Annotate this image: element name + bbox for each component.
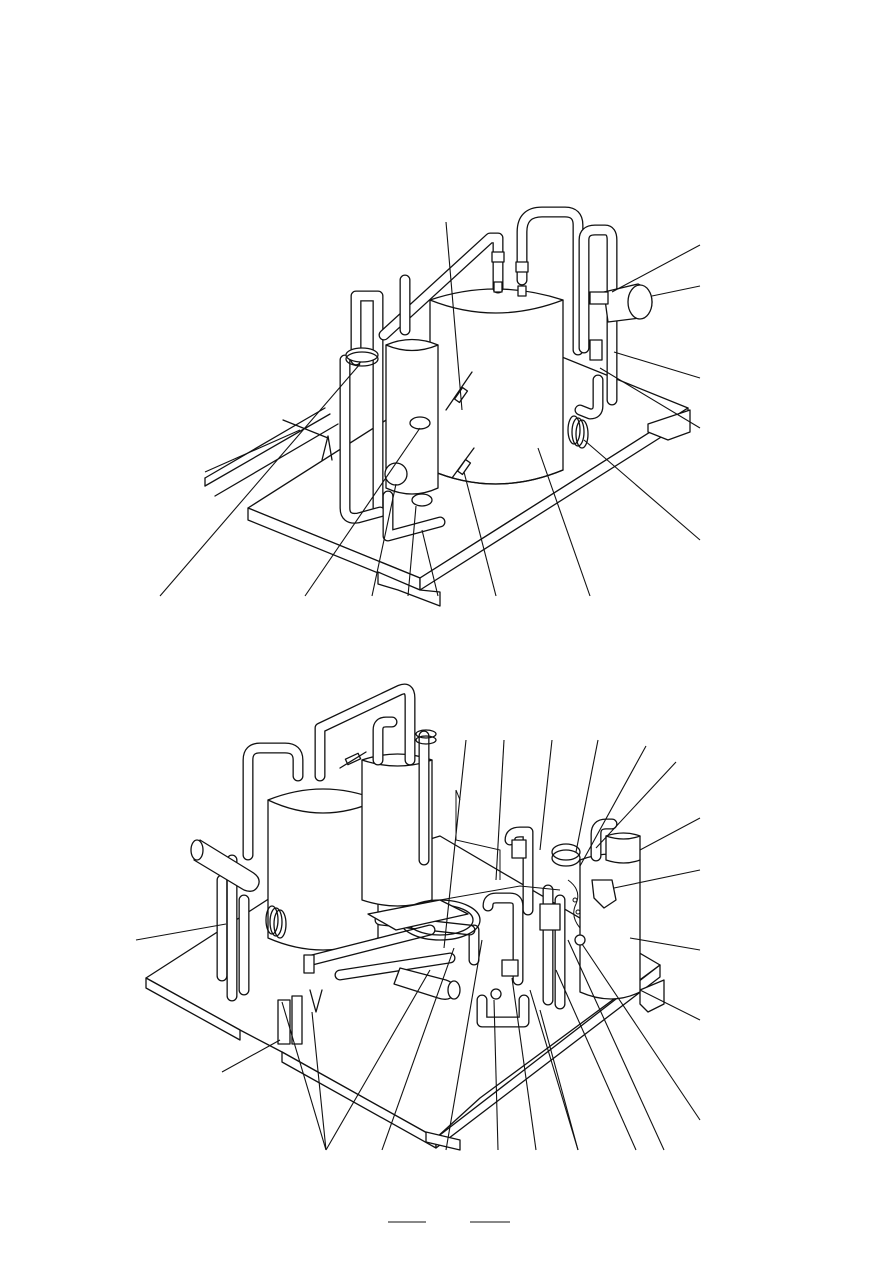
lower-leader-lines bbox=[135, 739, 701, 1151]
lower-wiring bbox=[439, 789, 581, 929]
upper-mounting-rails bbox=[204, 407, 339, 497]
upper-capillary-coil-a bbox=[345, 347, 379, 363]
leader-line bbox=[599, 367, 701, 429]
leader-line bbox=[639, 989, 701, 1021]
upper-check-valve bbox=[589, 339, 603, 361]
leader-line bbox=[311, 1011, 327, 1151]
lower-pressure-switch bbox=[591, 879, 617, 909]
leader-line bbox=[159, 363, 361, 597]
leader-line bbox=[371, 483, 397, 597]
lower-loop-a bbox=[551, 843, 581, 861]
upper-solenoid-valve bbox=[589, 283, 653, 323]
lower-unit-view bbox=[135, 683, 701, 1151]
upper-components bbox=[345, 283, 653, 507]
leader-line bbox=[281, 1001, 327, 1151]
leader-line bbox=[595, 761, 677, 849]
upper-leader-lines bbox=[159, 221, 701, 597]
leader-line bbox=[613, 351, 701, 379]
upper-coil-spring bbox=[567, 415, 589, 449]
upper-sensor-a bbox=[445, 371, 473, 411]
lower-valve-e bbox=[309, 989, 323, 1013]
upper-unit-view bbox=[159, 206, 701, 607]
lower-fitting bbox=[574, 934, 586, 946]
leader-line bbox=[537, 447, 591, 597]
leader-line bbox=[407, 505, 417, 597]
leader-line bbox=[325, 969, 431, 1151]
leader-line bbox=[304, 427, 421, 597]
lower-compressor bbox=[579, 832, 641, 1000]
leader-line bbox=[651, 285, 701, 297]
lower-components bbox=[190, 729, 617, 1045]
leader-line bbox=[445, 939, 483, 1151]
lower-valve-d bbox=[303, 954, 315, 974]
leader-line bbox=[511, 977, 537, 1151]
leader-line bbox=[445, 221, 463, 411]
leader-line bbox=[583, 439, 701, 541]
leader-line bbox=[575, 739, 599, 853]
lower-valve-c bbox=[501, 959, 519, 977]
lower-accumulator bbox=[393, 967, 461, 1000]
leader-line bbox=[443, 739, 467, 949]
lower-capillary-coil bbox=[265, 905, 287, 939]
leader-line bbox=[629, 937, 701, 951]
lower-service-port bbox=[490, 988, 502, 1000]
leader-line bbox=[221, 1039, 281, 1073]
leader-line bbox=[381, 947, 455, 1151]
leader-line bbox=[421, 529, 439, 597]
leader-line bbox=[529, 989, 579, 1151]
leader-line bbox=[611, 244, 701, 293]
leader-line bbox=[463, 471, 497, 597]
upper-receiver-tank bbox=[429, 288, 564, 485]
leader-line bbox=[495, 739, 505, 881]
leader-line bbox=[581, 943, 701, 1121]
lower-valve-a bbox=[511, 839, 527, 859]
leader-line bbox=[639, 817, 701, 851]
leader-line bbox=[555, 969, 637, 1151]
leader-line bbox=[567, 939, 665, 1151]
leader-line bbox=[613, 869, 701, 889]
leader-line bbox=[539, 739, 553, 851]
leader-line bbox=[135, 923, 227, 941]
leader-line bbox=[493, 999, 499, 1151]
lower-solenoid-valve bbox=[190, 839, 260, 892]
leader-line bbox=[539, 1009, 579, 1151]
lower-filter bbox=[277, 999, 291, 1045]
upper-capillary-coil-b bbox=[409, 416, 431, 430]
lower-top-coil bbox=[415, 729, 437, 745]
leader-line bbox=[204, 429, 301, 473]
lower-valve-b bbox=[539, 903, 561, 931]
lower-bracket bbox=[367, 899, 469, 931]
upper-accumulator-tank bbox=[385, 338, 439, 495]
leader-line bbox=[579, 745, 647, 867]
